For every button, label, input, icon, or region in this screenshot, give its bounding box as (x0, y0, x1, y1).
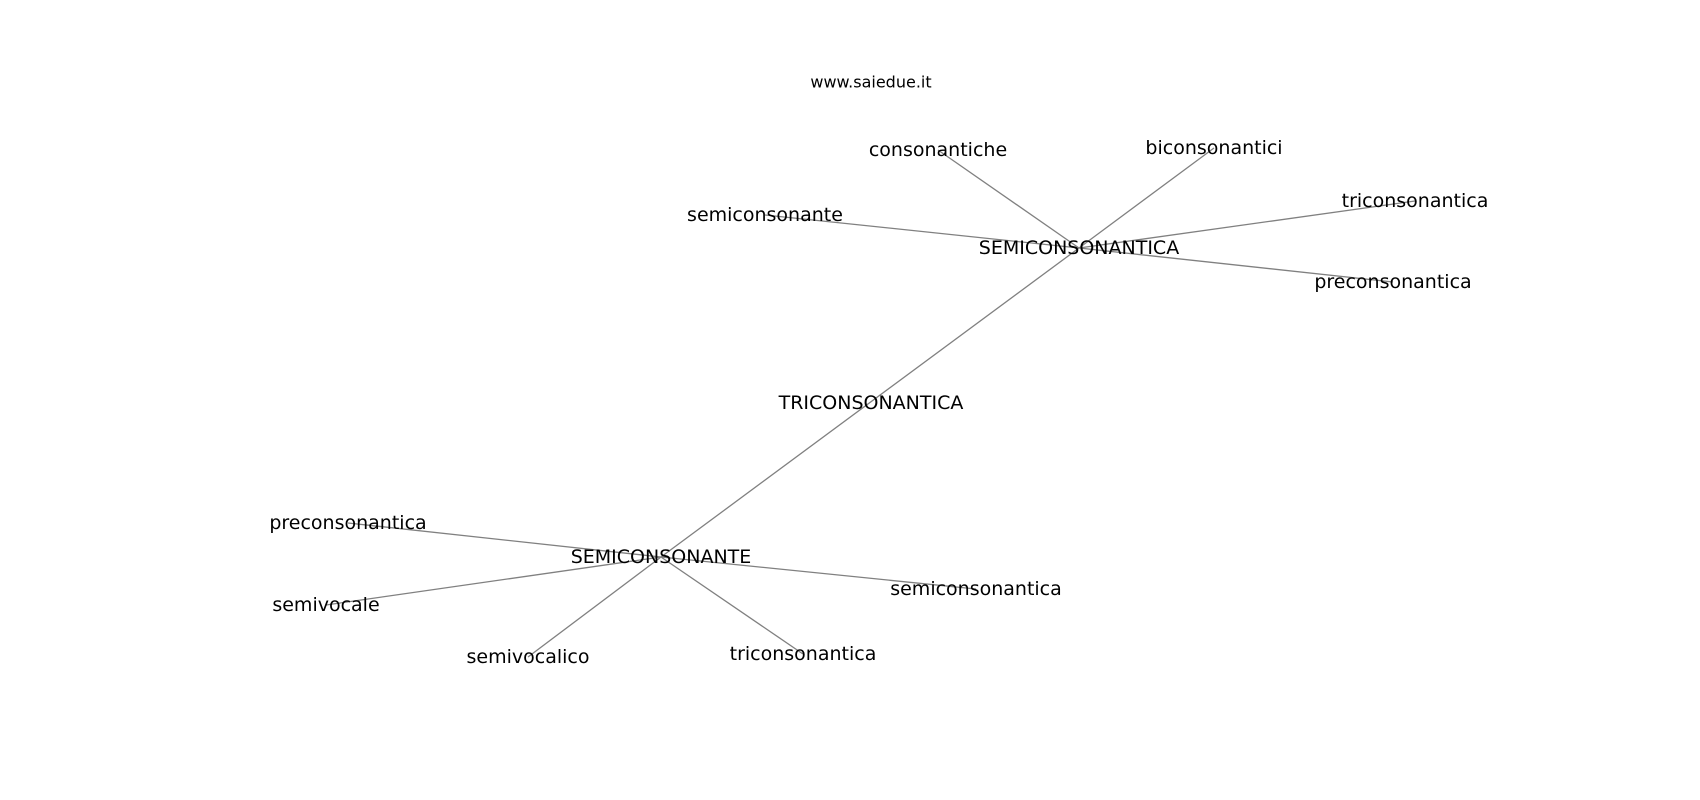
node-label-a5: preconsonantica (1314, 271, 1471, 293)
edge-hub-b-b4 (660, 556, 804, 655)
edge-hub-a-a2 (1078, 147, 1215, 249)
node-label-a3: semiconsonante (687, 204, 843, 226)
edge-hub-b-b3 (527, 556, 662, 658)
edge-hub-a-a3 (764, 214, 1080, 249)
node-label-b2: semivocale (272, 594, 379, 616)
node-label-hub-a: SEMICONSONANTICA (979, 237, 1179, 259)
node-label-b1: preconsonantica (269, 512, 426, 534)
edge-hub-b-b5 (660, 556, 977, 590)
edge-hub-b-b1 (347, 522, 662, 558)
node-label-b5: semiconsonantica (890, 578, 1062, 600)
node-label-b3: semivocalico (467, 646, 590, 668)
node-label-hub-b: SEMICONSONANTE (571, 546, 752, 568)
node-label-b4: triconsonantica (730, 643, 877, 665)
node-label-a2: biconsonantici (1145, 137, 1282, 159)
edge-hub-a-hub-b (660, 247, 1080, 558)
node-label-center: TRICONSONANTICA (778, 392, 964, 414)
site-watermark-label: www.saiedue.it (810, 73, 931, 92)
edge-hub-a-a1 (937, 149, 1080, 249)
node-label-a4: triconsonantica (1342, 190, 1489, 212)
labels-layer: www.saiedue.it TRICONSONANTICA SEMICONSON… (269, 73, 1488, 669)
node-label-a1: consonantiche (869, 139, 1007, 161)
edge-hub-a-a5 (1078, 247, 1394, 283)
edge-hub-b-b2 (325, 556, 662, 606)
edges-layer (325, 147, 1416, 658)
edge-hub-a-a4 (1078, 200, 1416, 249)
